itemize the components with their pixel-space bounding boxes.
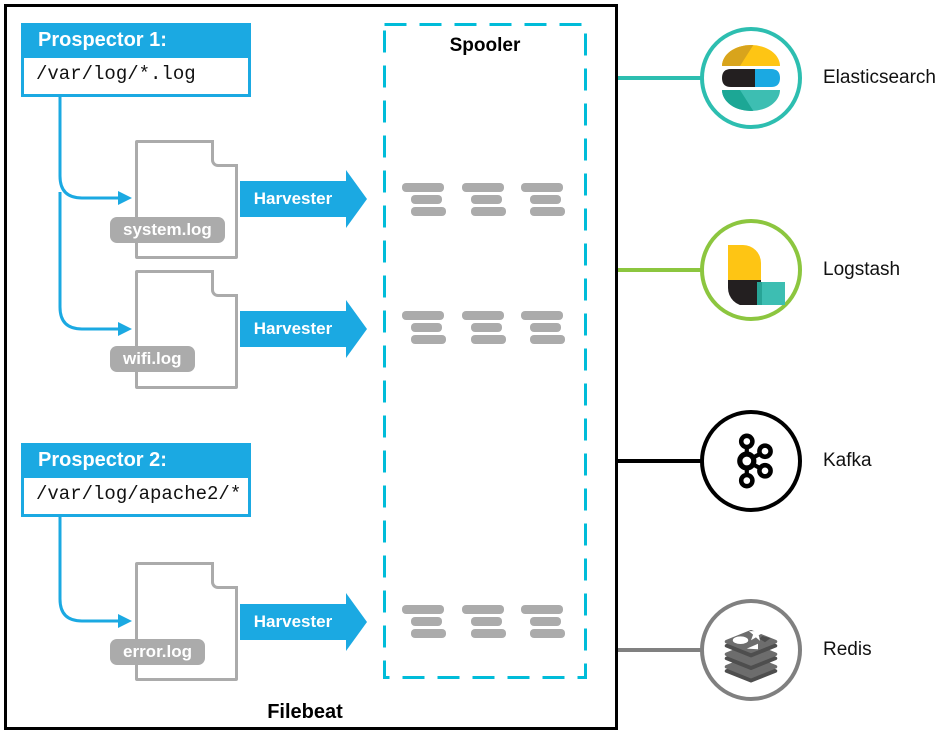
event-stack-icon: [402, 605, 446, 638]
event-bar: [462, 605, 504, 614]
prospector-2-path: /var/log/apache2/*: [21, 478, 251, 517]
output-label-redis: Redis: [823, 639, 872, 660]
event-bar: [402, 311, 444, 320]
output-label-logstash: Logstash: [823, 259, 901, 280]
redis-logo-icon: [700, 599, 802, 701]
event-bar: [462, 183, 504, 192]
file-label-error-log: error.log: [110, 639, 205, 665]
event-buffer-row: [402, 311, 567, 344]
event-bar: [411, 207, 446, 216]
event-bar: [411, 323, 442, 332]
event-stack-icon: [462, 605, 506, 638]
event-stack-icon: [402, 311, 446, 344]
event-bar: [530, 617, 561, 626]
spooler-title: Spooler: [449, 35, 521, 56]
page-fold-icon: [211, 140, 238, 167]
event-bar: [402, 605, 444, 614]
event-bar: [521, 183, 563, 192]
event-bar: [471, 195, 502, 204]
page-fold-icon: [211, 562, 238, 589]
event-bar: [471, 207, 506, 216]
event-bar: [521, 311, 563, 320]
event-bar: [411, 629, 446, 638]
event-bar: [530, 323, 561, 332]
event-bar: [530, 195, 561, 204]
event-bar: [471, 335, 506, 344]
output-label-kafka: Kafka: [823, 450, 872, 471]
event-stack-icon: [521, 183, 565, 216]
redis-connector-line: [618, 648, 702, 652]
event-stack-icon: [462, 183, 506, 216]
filebeat-title: Filebeat: [267, 701, 343, 723]
prospector-1-box: Prospector 1: /var/log/*.log: [21, 23, 251, 97]
event-buffer-row: [402, 183, 567, 216]
kafka-connector-line: [618, 459, 702, 463]
prospector-2-title: Prospector 2:: [21, 443, 251, 478]
event-bar: [402, 183, 444, 192]
kafka-logo-icon: [700, 410, 802, 512]
event-bar: [521, 605, 563, 614]
event-stack-icon: [521, 311, 565, 344]
event-stack-icon: [402, 183, 446, 216]
prospector-1-title: Prospector 1:: [21, 23, 251, 58]
event-stack-icon: [521, 605, 565, 638]
event-bar: [462, 311, 504, 320]
event-bar: [471, 323, 502, 332]
event-bar: [411, 617, 442, 626]
event-bar: [471, 629, 506, 638]
harvester-arrow: Harvester: [240, 604, 346, 640]
event-bar: [411, 335, 446, 344]
file-label-system-log: system.log: [110, 217, 225, 243]
event-bar: [471, 617, 502, 626]
event-bar: [530, 335, 565, 344]
prospector-2-box: Prospector 2: /var/log/apache2/*: [21, 443, 251, 517]
event-bar: [530, 629, 565, 638]
harvester-arrow: Harvester: [240, 311, 346, 347]
event-bar: [411, 195, 442, 204]
elasticsearch-connector-line: [618, 76, 702, 80]
prospector-1-path: /var/log/*.log: [21, 58, 251, 97]
logstash-logo-icon: [700, 219, 802, 321]
event-buffer-row: [402, 605, 567, 638]
file-label-wifi-log: wifi.log: [110, 346, 195, 372]
harvester-arrow: Harvester: [240, 181, 346, 217]
logstash-connector-line: [618, 268, 702, 272]
output-label-elasticsearch: Elasticsearch: [823, 67, 936, 88]
elasticsearch-logo-icon: [700, 27, 802, 129]
event-bar: [530, 207, 565, 216]
event-stack-icon: [462, 311, 506, 344]
page-fold-icon: [211, 270, 238, 297]
